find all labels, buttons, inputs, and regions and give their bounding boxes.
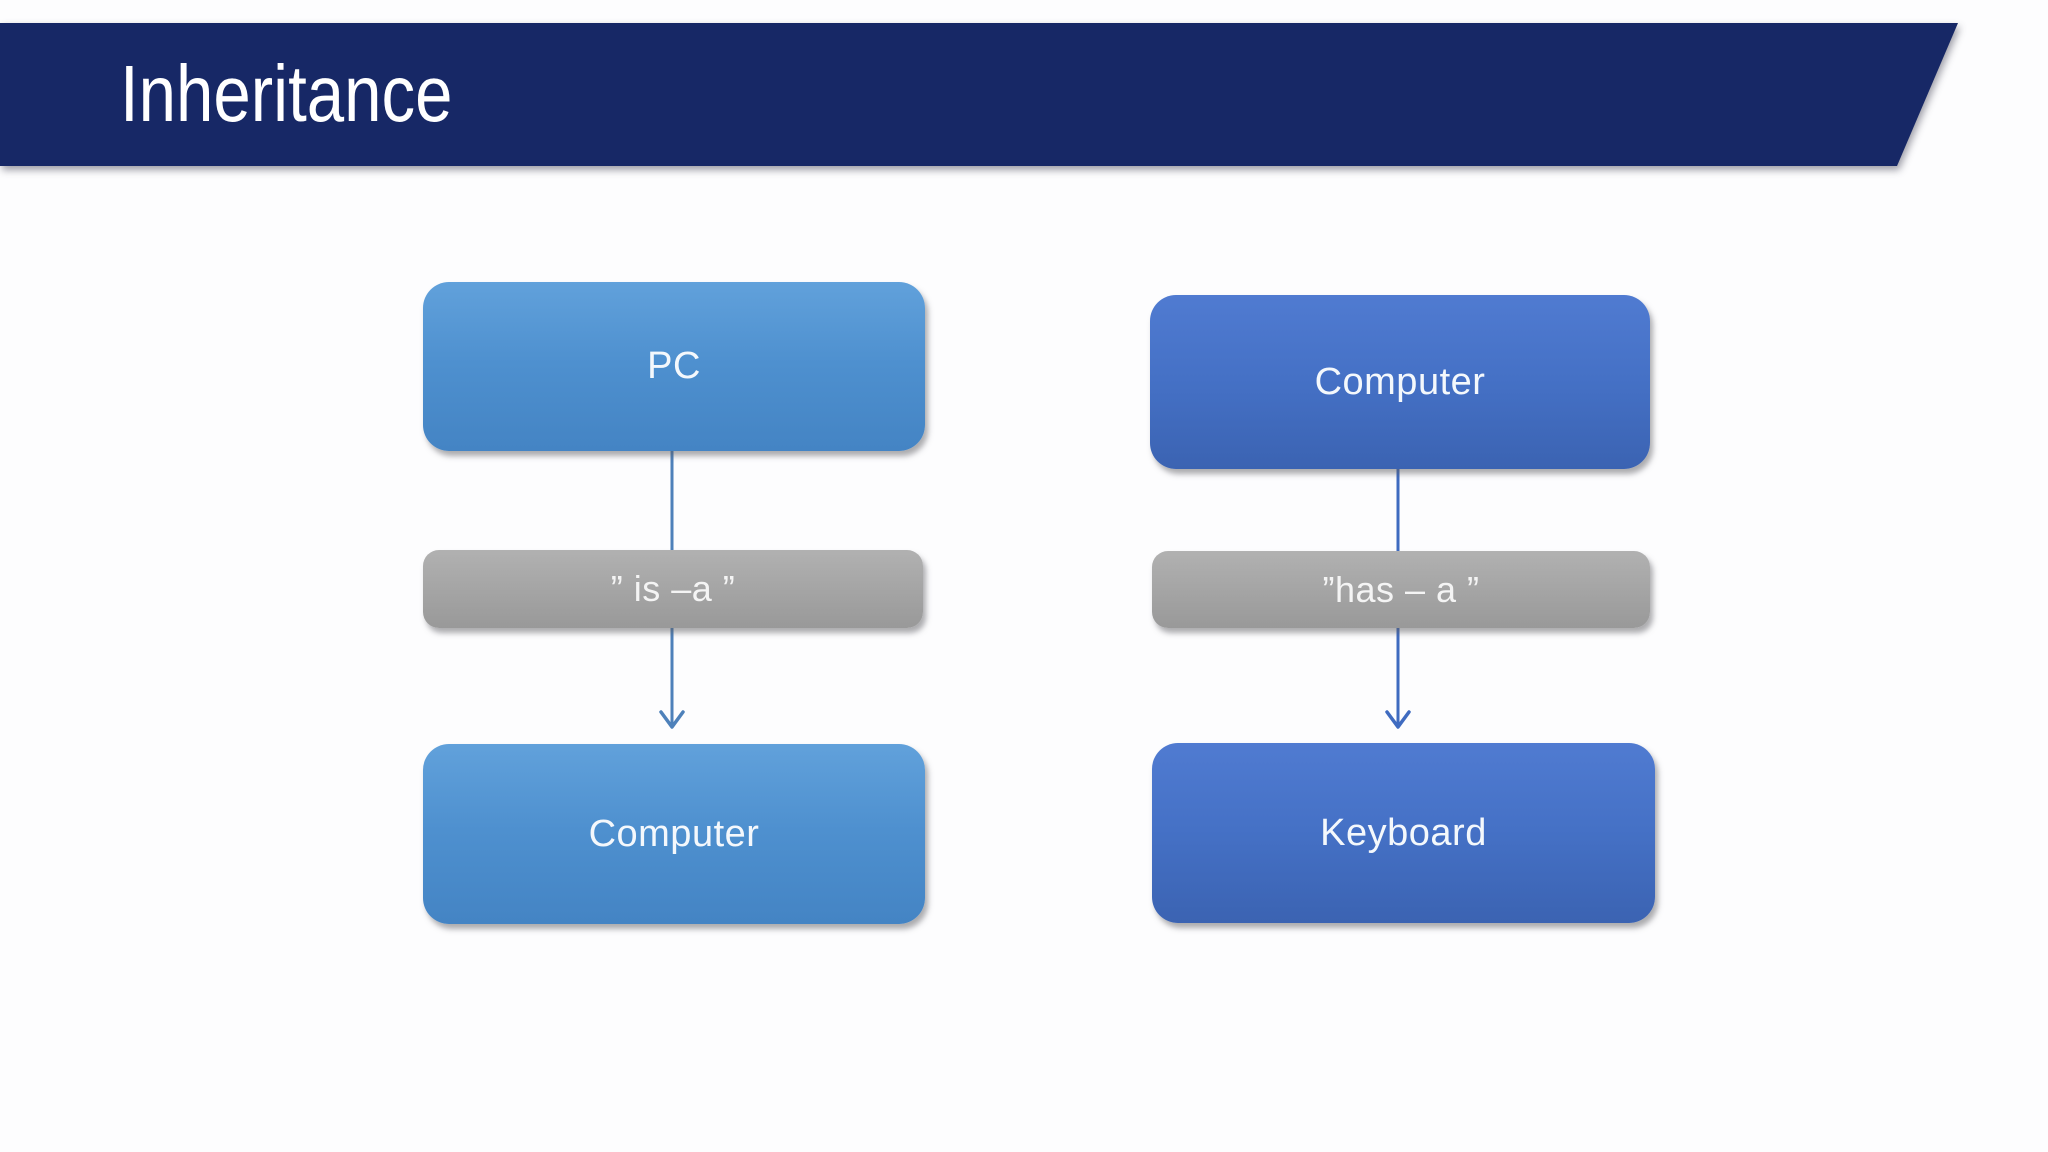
has-a-parent-box: Computer — [1150, 295, 1650, 469]
has-a-child-box: Keyboard — [1152, 743, 1655, 923]
title-band-shape — [0, 23, 1958, 166]
title-band: Inheritance — [0, 23, 1970, 166]
is-a-relation-label: ” is –a ” — [610, 568, 736, 609]
slide-title: Inheritance — [120, 49, 453, 138]
is-a-parent-label: PC — [647, 345, 701, 387]
is-a-child-box: Computer — [423, 744, 925, 924]
has-a-relation-label: ”has – a ” — [1322, 568, 1480, 610]
has-a-parent-label: Computer — [1314, 360, 1486, 403]
has-a-relation-box: ”has – a ” — [1152, 551, 1650, 628]
is-a-parent-box: PC — [423, 282, 925, 451]
is-a-child-label: Computer — [588, 812, 760, 855]
has-a-child-label: Keyboard — [1320, 811, 1487, 854]
is-a-relation-box: ” is –a ” — [423, 550, 923, 628]
